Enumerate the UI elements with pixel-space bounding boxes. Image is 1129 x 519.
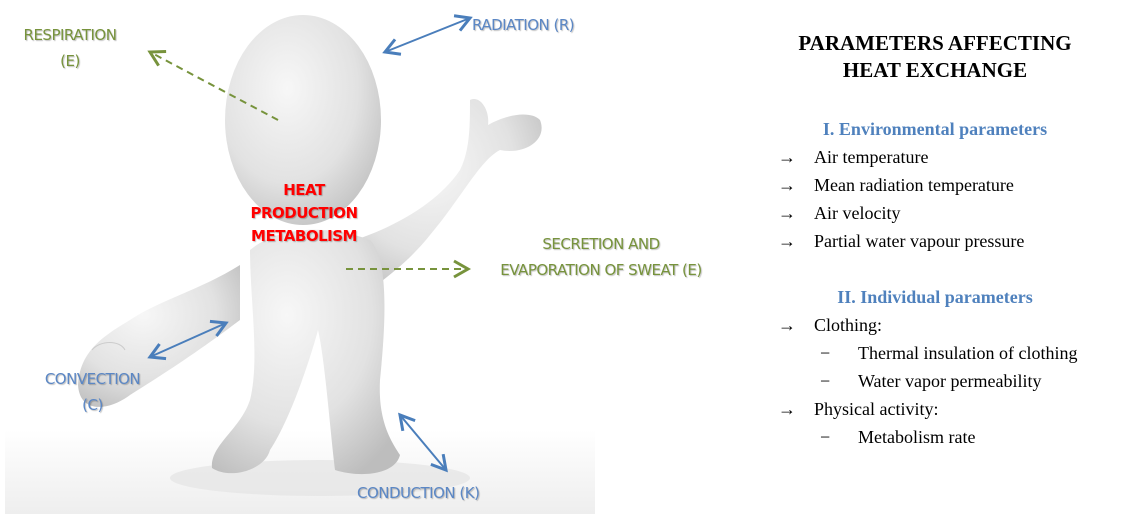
- panel-title: PARAMETERS AFFECTING HEAT EXCHANGE: [770, 30, 1100, 84]
- sub-item-label: Water vapor permeability: [858, 371, 1042, 391]
- environmental-heading: I. Environmental parameters: [822, 119, 1048, 139]
- sweat-line: EVAPORATION OF SWEAT (E): [500, 261, 702, 279]
- arrow-icon: →: [778, 175, 796, 195]
- center-label-line: METABOLISM: [251, 227, 357, 245]
- radiation-label: RADIATION (R): [472, 16, 575, 34]
- list-item: → Physical activity:: [760, 395, 1129, 423]
- list-item: → Air temperature: [760, 143, 1129, 171]
- sub-item: − Metabolism rate: [760, 423, 1129, 451]
- item-label: Mean radiation temperature: [814, 175, 1014, 195]
- arrow-icon: →: [778, 147, 796, 167]
- respiration-line: (E): [60, 52, 80, 70]
- item-label: Air temperature: [814, 147, 929, 167]
- heat-production-label: HEAT PRODUCTION METABOLISM: [240, 179, 368, 248]
- respiration-label: RESPIRATION (E): [10, 22, 130, 74]
- center-label-line: HEAT: [283, 181, 325, 199]
- radiation-arrow: [382, 14, 473, 56]
- item-label: Air velocity: [814, 203, 901, 223]
- sub-item-label: Metabolism rate: [858, 427, 976, 447]
- convection-arrow: [147, 319, 229, 361]
- sub-item: − Thermal insulation of clothing: [760, 339, 1129, 367]
- heat-exchange-figure: HEAT PRODUCTION METABOLISM RESPIRATION (…: [5, 14, 726, 514]
- sweat-line: SECRETION AND: [542, 235, 660, 253]
- sweat-label: SECRETION AND EVAPORATION OF SWEAT (E): [476, 231, 726, 283]
- dash-icon: −: [820, 371, 831, 391]
- convection-line: CONVECTION: [44, 370, 141, 388]
- list-item: → Partial water vapour pressure: [760, 227, 1129, 255]
- list-item: → Clothing:: [760, 311, 1129, 339]
- title-line: PARAMETERS AFFECTING: [798, 31, 1072, 55]
- respiration-line: RESPIRATION: [23, 26, 117, 44]
- sub-item: − Water vapor permeability: [760, 367, 1129, 395]
- center-label-line: PRODUCTION: [250, 204, 358, 222]
- dash-icon: −: [820, 427, 831, 447]
- title-line: HEAT EXCHANGE: [842, 58, 1028, 82]
- convection-line: (C): [82, 396, 103, 414]
- convection-label: CONVECTION (C): [30, 366, 155, 418]
- arrow-icon: →: [778, 399, 796, 419]
- conduction-arrow: [398, 412, 448, 473]
- respiration-arrow: [147, 50, 279, 121]
- parameters-panel: PARAMETERS AFFECTING HEAT EXCHANGE I. En…: [760, 30, 1129, 451]
- conduction-label: CONDUCTION (K): [357, 484, 480, 502]
- arrow-icon: →: [778, 315, 796, 335]
- arrow-icon: →: [778, 203, 796, 223]
- item-label: Physical activity:: [814, 399, 939, 419]
- item-label: Partial water vapour pressure: [814, 231, 1025, 251]
- item-label: Clothing:: [814, 315, 883, 335]
- list-item: → Air velocity: [760, 199, 1129, 227]
- arrow-icon: →: [778, 231, 796, 251]
- individual-heading: II. Individual parameters: [837, 287, 1033, 307]
- list-item: → Mean radiation temperature: [760, 171, 1129, 199]
- dash-icon: −: [820, 343, 831, 363]
- human-figure-illustration: [5, 14, 595, 514]
- sub-item-label: Thermal insulation of clothing: [858, 343, 1078, 363]
